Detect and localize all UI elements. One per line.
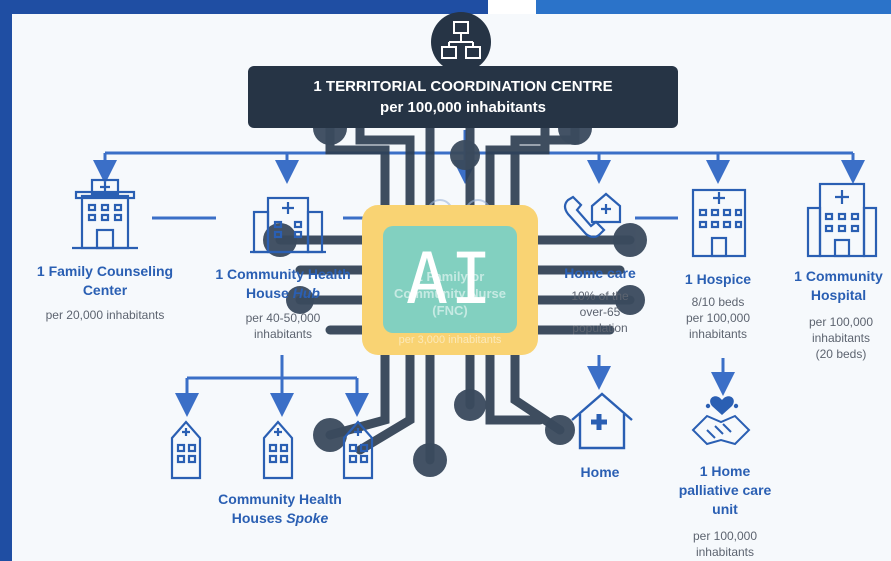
- hospital-icon: [250, 196, 326, 254]
- palliative-detail: per 100,000 inhabitants: [670, 528, 780, 560]
- community-hospital-detail-1: per 100,000: [808, 315, 874, 329]
- building-icon: [72, 178, 138, 250]
- home-label: Home: [580, 464, 620, 480]
- hands-heart-icon: [691, 414, 751, 446]
- spoke-house-icons: [170, 420, 374, 480]
- community-hospital-detail: per 100,000 inhabitants (20 beds): [793, 314, 889, 362]
- home-care-detail: 10% of the over-65 population: [560, 288, 640, 336]
- hospice-detail-1: 8/10 beds: [691, 295, 745, 309]
- nurse-label: 1 Family or Community Nurse (FNC): [383, 268, 517, 319]
- frame-left-border: [0, 0, 12, 561]
- house-icon: [571, 392, 633, 450]
- circuit-nodes: [263, 111, 647, 477]
- hospice-detail-2: per 100,000: [685, 311, 751, 325]
- home-care-detail-3: population: [572, 321, 628, 335]
- hospice-detail: 8/10 beds per 100,000 inhabitants: [668, 294, 768, 342]
- spoke-name-2a: Houses: [231, 510, 287, 526]
- nurse-name-2: Community Nurse: [394, 286, 506, 301]
- nurse-name-3: (FNC): [432, 303, 468, 318]
- palliative-name-3: unit: [712, 501, 738, 517]
- hospice-detail-3: inhabitants: [688, 327, 748, 341]
- spoke-label: Community Health Houses Spoke: [190, 490, 370, 528]
- community-hospital-detail-2: inhabitants: [811, 331, 871, 345]
- frame-tab-notch: [488, 0, 536, 14]
- network-icon: [431, 12, 491, 72]
- title-line2: per 100,000 inhabitants: [380, 99, 546, 116]
- ai-chip-inner: [383, 226, 517, 333]
- community-hospital-name-1: 1 Community: [794, 268, 883, 284]
- heart-dot-icon-2: [733, 403, 739, 409]
- palliative-label: 1 Home palliative care unit: [655, 462, 795, 519]
- spoke-name-2b: Spoke: [286, 510, 329, 526]
- health-hub-name-2b: Hub: [292, 285, 320, 301]
- palliative-name-1: 1 Home: [699, 463, 751, 479]
- family-counseling-label: 1 Family Counseling Center: [20, 262, 190, 300]
- family-counseling-name-1: 1 Family Counseling: [36, 263, 174, 279]
- home-care-detail-1: 10% of the: [571, 289, 629, 303]
- family-counseling-detail: per 20,000 inhabitants: [45, 308, 165, 322]
- home-care-label: Home care: [564, 265, 636, 281]
- health-hub-name-2a: House: [246, 285, 293, 301]
- title-line1: 1 TERRITORIAL COORDINATION CENTRE: [313, 78, 613, 95]
- community-hospital-detail-3: (20 beds): [815, 347, 867, 361]
- nurse-name-1: 1 Family or: [415, 269, 485, 284]
- nurse-detail: per 3,000 inhabitants: [398, 334, 502, 346]
- health-hub-detail-1: per 40-50,000: [245, 311, 321, 325]
- hospice-label: 1 Hospice: [684, 271, 752, 287]
- hospice-building-icon: [691, 188, 747, 258]
- coordination-centre-box: 1 TERRITORIAL COORDINATION CENTRE per 10…: [248, 66, 678, 128]
- palliative-name-2: palliative care: [678, 482, 772, 498]
- community-hospital-icon: [806, 182, 878, 258]
- home-cross-icon: [591, 414, 607, 430]
- palliative-detail-2: inhabitants: [695, 545, 755, 559]
- health-hub-detail-2: inhabitants: [253, 327, 313, 341]
- heart-icon: [710, 396, 734, 415]
- ai-label: AI: [405, 238, 495, 320]
- health-hub-label: 1 Community Health House Hub: [198, 265, 368, 303]
- community-hospital-name-2: Hospital: [810, 287, 867, 303]
- health-hub-detail: per 40-50,000 inhabitants: [218, 310, 348, 342]
- frame-tab-right: [536, 0, 891, 14]
- phone-house-icon: [563, 192, 622, 239]
- community-hospital-label: 1 Community Hospital: [786, 267, 891, 305]
- home-care-detail-2: over-65: [579, 305, 621, 319]
- spoke-name-1: Community Health: [218, 491, 342, 507]
- health-hub-name-1: 1 Community Health: [215, 266, 351, 282]
- family-counseling-name-2: Center: [82, 282, 128, 298]
- palliative-detail-1: per 100,000: [692, 529, 758, 543]
- heart-dot-icon: [705, 403, 711, 409]
